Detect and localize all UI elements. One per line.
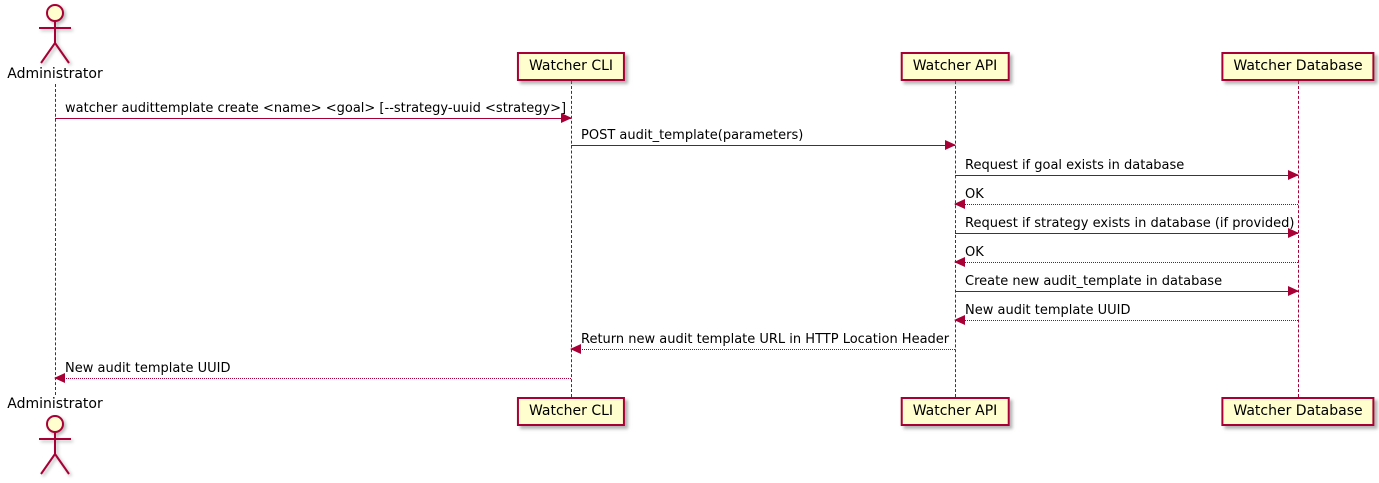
message-ok-strategy: OK	[954, 245, 1298, 267]
participant-watcher-cli-bottom: Watcher CLI	[516, 397, 626, 426]
message-ok-goal: OK	[954, 187, 1298, 209]
message-create-audit-template-db: Create new audit_template in database	[955, 274, 1299, 296]
arrowhead-left-icon	[954, 315, 965, 325]
message-line	[571, 145, 955, 146]
message-new-audit-template-uuid-db: New audit template UUID	[954, 303, 1298, 325]
message-new-audit-template-uuid-admin: New audit template UUID	[54, 361, 571, 383]
message-label: OK	[965, 187, 984, 202]
arrowhead-left-icon	[954, 257, 965, 267]
message-label: POST audit_template(parameters)	[581, 128, 804, 143]
message-label: New audit template UUID	[65, 361, 231, 376]
actor-label-bottom: Administrator	[7, 396, 103, 412]
message-line	[955, 320, 1298, 321]
arrowhead-right-icon	[1288, 286, 1299, 296]
message-line	[55, 118, 571, 119]
message-line	[955, 233, 1298, 234]
message-label: New audit template UUID	[965, 303, 1131, 318]
lifeline-administrator	[55, 84, 56, 395]
actor-label-top: Administrator	[7, 66, 103, 82]
message-line	[955, 291, 1298, 292]
message-line	[955, 175, 1298, 176]
arrowhead-left-icon	[54, 373, 65, 383]
message-label: Return new audit template URL in HTTP Lo…	[581, 332, 950, 347]
participant-watcher-api-bottom: Watcher API	[900, 397, 1010, 426]
participant-watcher-cli-top: Watcher CLI	[516, 52, 626, 81]
message-request-strategy-exists: Request if strategy exists in database (…	[955, 216, 1299, 238]
participant-watcher-database-top: Watcher Database	[1221, 52, 1375, 81]
arrowhead-right-icon	[1288, 170, 1299, 180]
actor-icon-bottom	[39, 415, 71, 475]
message-create-audittemplate: watcher audittemplate create <name> <goa…	[55, 101, 572, 123]
message-return-url-location-header: Return new audit template URL in HTTP Lo…	[570, 332, 955, 354]
arrowhead-right-icon	[561, 113, 572, 123]
message-line	[955, 262, 1298, 263]
arrowhead-left-icon	[570, 344, 581, 354]
message-line	[55, 378, 571, 379]
message-line	[571, 349, 955, 350]
arrowhead-right-icon	[1288, 228, 1299, 238]
participant-watcher-api-top: Watcher API	[900, 52, 1010, 81]
message-request-goal-exists: Request if goal exists in database	[955, 158, 1299, 180]
lifeline-watcher-database	[1298, 81, 1299, 397]
message-label: watcher audittemplate create <name> <goa…	[65, 101, 567, 116]
lifeline-watcher-cli	[571, 81, 572, 397]
message-label: Request if goal exists in database	[965, 158, 1185, 173]
arrowhead-left-icon	[954, 199, 965, 209]
arrowhead-right-icon	[945, 140, 956, 150]
message-post-audit-template: POST audit_template(parameters)	[571, 128, 956, 150]
actor-icon-top	[39, 4, 71, 64]
message-label: Request if strategy exists in database (…	[965, 216, 1295, 231]
lifeline-watcher-api	[955, 81, 956, 397]
message-label: OK	[965, 245, 984, 260]
participant-watcher-database-bottom: Watcher Database	[1221, 397, 1375, 426]
message-label: Create new audit_template in database	[965, 274, 1223, 289]
message-line	[955, 204, 1298, 205]
